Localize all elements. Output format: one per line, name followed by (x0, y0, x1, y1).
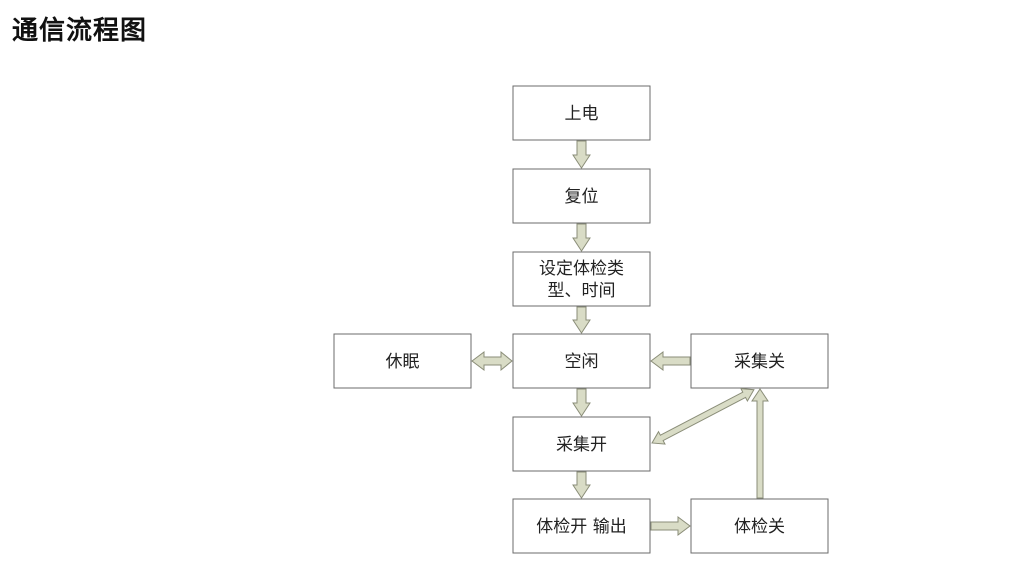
node-exam-off-label: 体检关 (734, 517, 785, 537)
node-reset-label: 复位 (565, 187, 599, 207)
node-exam-on-output-label: 体检开 输出 (536, 517, 626, 537)
arrow-reset-to-set-type (572, 223, 591, 252)
node-set-type-time-line2: 型、时间 (548, 281, 616, 301)
arrow-power-on-to-reset (572, 140, 591, 169)
node-exam-on-output: 体检开 输出 (512, 498, 651, 554)
arrow-set-type-to-idle (572, 306, 591, 334)
arrow-collect-off-to-idle (650, 351, 691, 371)
node-collect-off: 采集关 (690, 333, 829, 389)
node-collect-on: 采集开 (512, 416, 651, 472)
node-idle-label: 空闲 (565, 352, 599, 372)
node-idle: 空闲 (512, 333, 651, 389)
node-collect-on-label: 采集开 (556, 435, 607, 455)
node-reset: 复位 (512, 168, 651, 224)
node-set-type-time-line1: 设定体检类 (539, 259, 624, 279)
node-set-type-time: 设定体检类 型、时间 (512, 251, 651, 307)
node-collect-off-label: 采集关 (734, 352, 785, 372)
node-power-on: 上电 (512, 85, 651, 141)
page-title: 通信流程图 (12, 16, 148, 46)
node-sleep: 休眠 (333, 333, 472, 389)
arrow-collect-on-collect-off-bidirectional (651, 388, 755, 445)
node-exam-off: 体检关 (690, 498, 829, 554)
node-sleep-label: 休眠 (386, 352, 420, 372)
arrow-exam-on-to-exam-off (650, 516, 691, 536)
arrow-collect-on-to-exam-on (572, 471, 591, 499)
arrow-exam-off-to-collect-off (751, 388, 769, 499)
arrow-idle-to-collect-on (572, 388, 591, 417)
arrow-sleep-idle-bidirectional (471, 350, 513, 372)
node-power-on-label: 上电 (565, 104, 599, 124)
